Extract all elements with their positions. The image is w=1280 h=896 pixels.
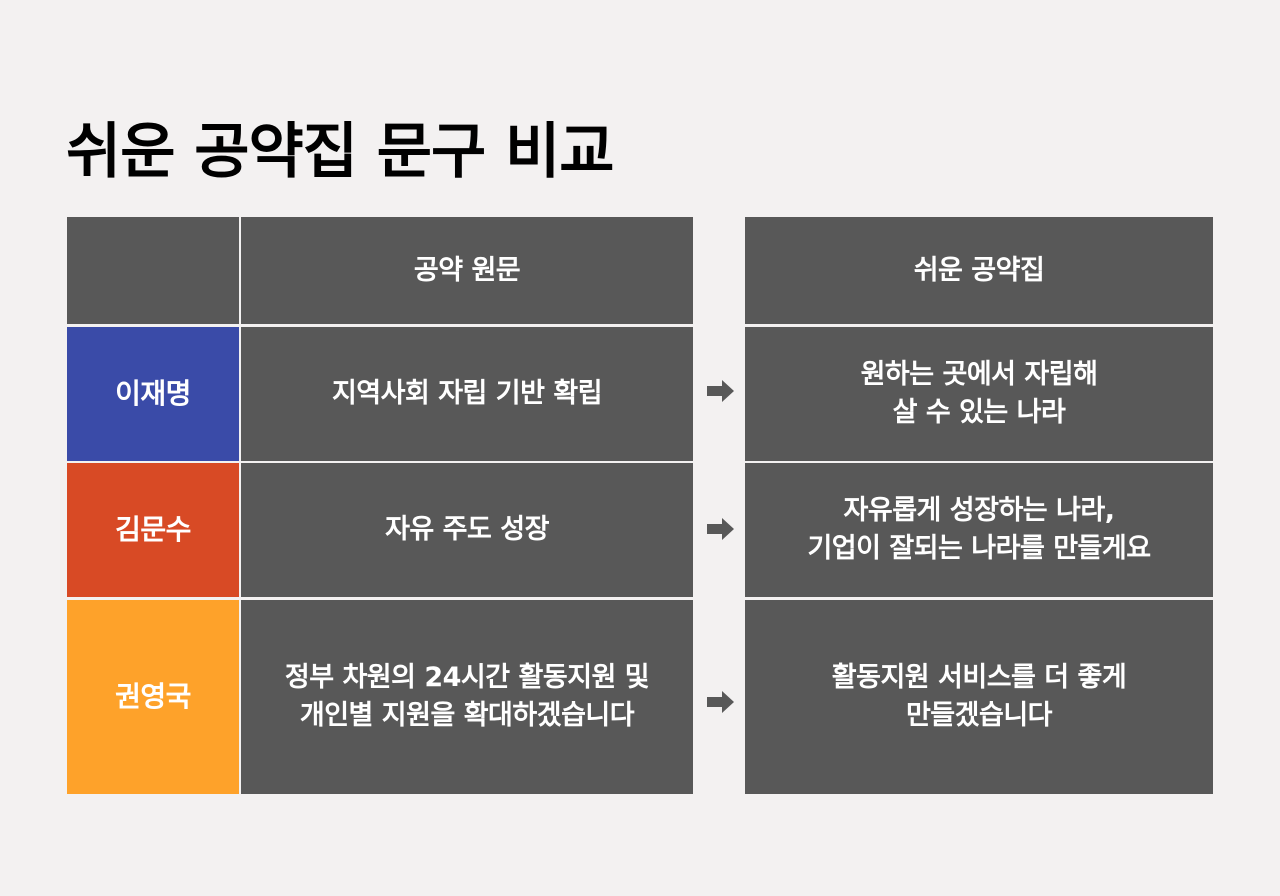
header-empty-cell: [67, 217, 239, 324]
page-title: 쉬운 공약집 문구 비교: [66, 117, 614, 187]
original-text: 자유 주도 성장: [385, 514, 549, 545]
easy-text: 자유롭게 성장하는 나라, 기업이 잘되는 나라를 만들게요: [807, 495, 1151, 564]
right-arrow-icon: [707, 518, 734, 540]
easy-cell-1: 원하는 곳에서 자립해 살 수 있는 나라: [745, 327, 1213, 461]
original-text: 정부 차원의 24시간 활동지원 및 개인별 지원을 확대하겠습니다: [284, 662, 650, 731]
candidate-cell-1: 이재명: [67, 327, 239, 461]
easy-text: 활동지원 서비스를 더 좋게 만들겠습니다: [831, 662, 1127, 731]
header-original-cell: 공약 원문: [241, 217, 693, 324]
right-arrow-icon: [707, 380, 734, 402]
header-easy-label: 쉬운 공약집: [913, 254, 1045, 286]
original-text: 지역사회 자립 기반 확립: [331, 378, 603, 409]
header-original-label: 공약 원문: [413, 254, 521, 286]
original-cell-1: 지역사회 자립 기반 확립: [241, 327, 693, 461]
easy-text: 원하는 곳에서 자립해 살 수 있는 나라: [860, 359, 1098, 428]
original-cell-3: 정부 차원의 24시간 활동지원 및 개인별 지원을 확대하겠습니다: [241, 600, 693, 794]
candidate-cell-3: 권영국: [67, 600, 239, 794]
candidate-name: 김문수: [115, 513, 191, 546]
right-arrow-icon: [707, 691, 734, 713]
candidate-cell-2: 김문수: [67, 463, 239, 597]
candidate-name: 이재명: [115, 377, 191, 410]
header-easy-cell: 쉬운 공약집: [745, 217, 1213, 324]
easy-cell-3: 활동지원 서비스를 더 좋게 만들겠습니다: [745, 600, 1213, 794]
original-cell-2: 자유 주도 성장: [241, 463, 693, 597]
candidate-name: 권영국: [115, 680, 191, 713]
easy-cell-2: 자유롭게 성장하는 나라, 기업이 잘되는 나라를 만들게요: [745, 463, 1213, 597]
